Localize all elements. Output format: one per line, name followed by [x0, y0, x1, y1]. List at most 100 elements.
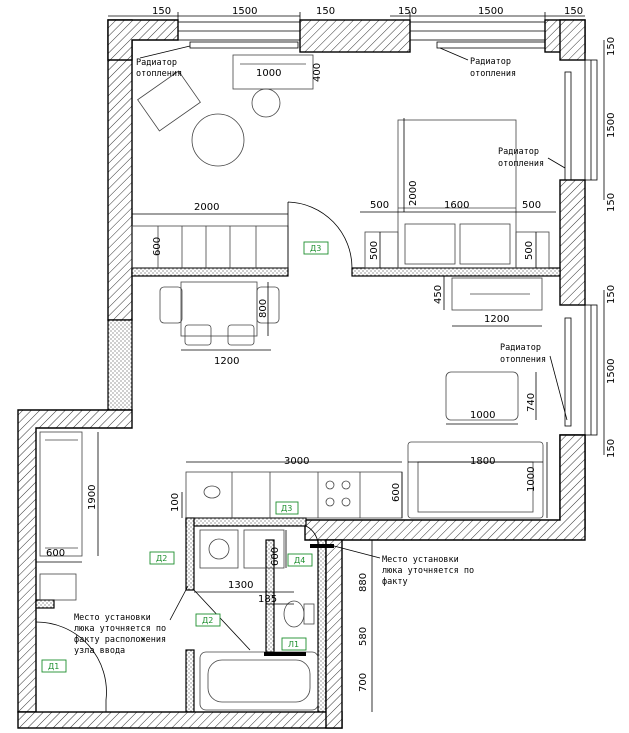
wall-bottom	[17, 711, 343, 729]
wall-left-upper	[107, 19, 133, 321]
door-d1-swing	[35, 621, 107, 712]
dim-top-right-3: 150	[564, 6, 583, 17]
dim-bedside-left: 500	[370, 200, 389, 211]
dim-sofa-depth: 1000	[526, 467, 537, 492]
partition-wc-right	[317, 539, 327, 713]
dim-bath-depth: 600	[270, 547, 281, 566]
walls	[17, 19, 586, 729]
wall-top-pier	[299, 19, 411, 53]
dim-desk-width: 1200	[484, 314, 509, 325]
note-radiator-2-line1: Радиатор	[470, 57, 511, 67]
dim-right-lower-2: 1500	[606, 359, 617, 384]
dim-wc-1: 880	[358, 573, 369, 592]
dim-wc-2: 580	[358, 627, 369, 646]
coffee-table	[445, 371, 519, 421]
dim-right-upper-3: 150	[606, 193, 617, 212]
dim-kitchen-width: 2000	[194, 202, 219, 213]
sofa	[407, 441, 544, 519]
note-hatch-right-line2: люка уточняется по	[382, 566, 474, 576]
partition-bath-top	[185, 517, 307, 527]
door-labels: Д1 Д2 Д2 Д3 Д3 Д4 Л1	[41, 241, 329, 673]
dim-coffee-depth: 740	[526, 393, 537, 412]
nightstand-left	[364, 231, 399, 269]
dim-table-depth: 800	[258, 299, 269, 318]
dim-wc-3: 700	[358, 673, 369, 692]
dining-table	[180, 281, 258, 337]
dim-right-lower-3: 150	[606, 439, 617, 458]
armchair	[137, 70, 201, 132]
label-d2: Д2	[156, 554, 167, 563]
partition-kitchen	[131, 267, 289, 277]
dim-top-right-2: 1500	[478, 6, 503, 17]
round-table	[191, 113, 245, 167]
dim-bedside-depth-right: 500	[524, 241, 535, 260]
label-d3: Д3	[310, 244, 321, 253]
label-d1: Д1	[48, 662, 59, 671]
wall-right-mid	[559, 179, 586, 306]
doors	[35, 201, 353, 712]
door-d4-swing	[305, 525, 319, 549]
note-hatch-right-line1: Место установки	[382, 555, 459, 565]
dim-bath-gap: 185	[258, 594, 277, 605]
dim-top-right-1: 150	[398, 6, 417, 17]
note-radiator-2-line2: отопления	[470, 69, 516, 79]
hatch-marker-right	[310, 544, 334, 548]
wall-left-step	[17, 409, 133, 713]
dim-counter-width: 3000	[284, 456, 309, 467]
dim-bedside-right: 500	[522, 200, 541, 211]
dim-counter-depth: 600	[391, 483, 402, 502]
radiator-3	[564, 71, 572, 181]
dim-bedside-depth-left: 500	[369, 241, 380, 260]
partition-bedroom	[351, 267, 561, 277]
note-radiator-1-line1: Радиатор	[136, 58, 177, 68]
dim-top-left-3: 150	[316, 6, 335, 17]
partition-bath-mid	[185, 649, 195, 713]
bed	[397, 119, 517, 269]
dim-top-left-1: 150	[152, 6, 171, 17]
radiator-1	[189, 41, 299, 49]
dim-wardrobe-length: 1900	[87, 485, 98, 510]
dim-table-width: 1200	[214, 356, 239, 367]
partition-wardrobe	[35, 599, 55, 609]
door-d3-swing	[287, 201, 353, 269]
note-hatch-left-line1: Место установки	[74, 613, 151, 623]
label-d2b: Д2	[202, 616, 213, 625]
desk	[451, 277, 543, 311]
washing-machine	[199, 529, 239, 569]
wall-right-top	[559, 19, 586, 61]
note-radiator-1-line2: отопления	[136, 69, 182, 79]
dimension-labels: 150 1500 150 150 1500 150 150 1500 150 1…	[46, 6, 617, 692]
wall-bottom-right	[325, 539, 343, 729]
dim-top-left-2: 1500	[232, 6, 257, 17]
note-hatch-right-line3: факту	[382, 577, 408, 587]
dim-sofa-width: 1800	[470, 456, 495, 467]
note-radiator-4-line2: отопления	[500, 355, 546, 365]
tv-console	[232, 54, 314, 90]
label-d4: Д4	[294, 556, 305, 565]
note-radiator-3-line1: Радиатор	[498, 147, 539, 157]
dim-right-lower-1: 150	[606, 285, 617, 304]
dim-window-unit: 1000	[256, 68, 281, 79]
wall-top-left	[107, 19, 179, 61]
nightstand-right	[515, 231, 550, 269]
label-d3b: Д3	[281, 504, 292, 513]
dim-right-upper-2: 1500	[606, 113, 617, 138]
windows	[177, 21, 598, 436]
annotations: Радиатор отопления Радиатор отопления Ра…	[74, 45, 568, 656]
dim-window-depth: 400	[312, 63, 323, 82]
note-radiator-4-line1: Радиатор	[500, 343, 541, 353]
dim-bed-length: 2000	[408, 181, 419, 206]
dim-coffee-width: 1000	[470, 410, 495, 421]
radiator-2	[436, 41, 546, 49]
dim-wardrobe-depth: 600	[46, 548, 65, 559]
side-table	[251, 88, 281, 118]
shoe-cabinet	[39, 573, 77, 601]
washbasin	[243, 529, 285, 569]
note-radiator-3-line2: отопления	[498, 159, 544, 169]
furniture	[39, 54, 550, 711]
note-hatch-left-line2: люка уточняется по	[74, 624, 166, 634]
wall-left-partition	[107, 319, 133, 411]
bathtub	[199, 651, 319, 711]
dim-bed-width: 1600	[444, 200, 469, 211]
